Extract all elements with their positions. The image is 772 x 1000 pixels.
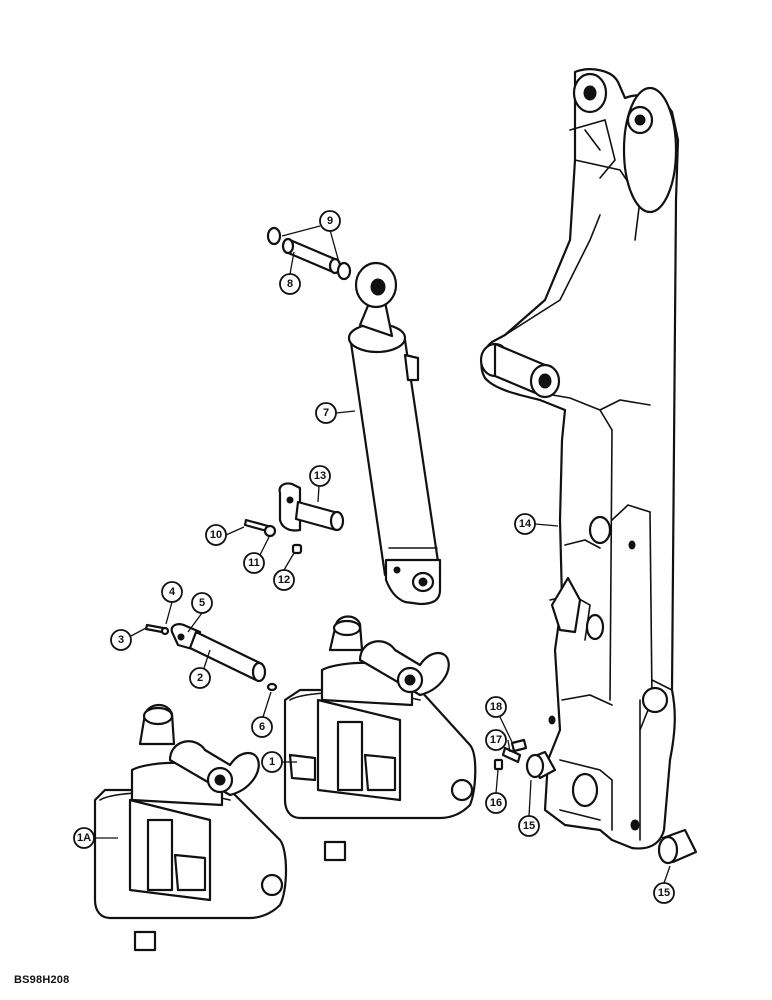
callout-label: 17 bbox=[490, 734, 502, 746]
callout-8: 8 bbox=[279, 273, 301, 295]
callout-label: 15 bbox=[523, 820, 535, 832]
callout-label: 4 bbox=[169, 586, 176, 598]
callout-5: 5 bbox=[191, 592, 213, 614]
small-bolt-part bbox=[243, 518, 303, 555]
callout-6: 6 bbox=[251, 716, 273, 738]
callout-label: 9 bbox=[327, 215, 333, 227]
retaining-ring-part bbox=[266, 226, 352, 281]
callout-label: 16 bbox=[490, 797, 502, 809]
callout-label: 8 bbox=[287, 278, 293, 290]
callout-label: 18 bbox=[490, 701, 502, 713]
callout-label: 6 bbox=[259, 721, 265, 733]
callout-label: 1 bbox=[269, 756, 275, 768]
callout-1a: 1A bbox=[73, 827, 95, 849]
pivot-pin-part bbox=[144, 623, 278, 692]
lock-pin-part bbox=[278, 482, 345, 532]
callout-18: 18 bbox=[485, 696, 507, 718]
swing-tower-part bbox=[283, 615, 477, 862]
callout-11: 11 bbox=[243, 552, 265, 574]
callout-label: 15 bbox=[658, 887, 670, 899]
callout-12: 12 bbox=[273, 569, 295, 591]
callout-7: 7 bbox=[315, 402, 337, 424]
callout-16: 16 bbox=[485, 792, 507, 814]
callout-label: 11 bbox=[248, 557, 260, 569]
callout-label: 13 bbox=[314, 470, 326, 482]
swing-cylinder-part bbox=[347, 261, 442, 606]
grease-fitting-part bbox=[493, 738, 528, 771]
callout-15-near: 15 bbox=[518, 815, 540, 837]
boom-part bbox=[479, 68, 680, 850]
callout-label: 14 bbox=[519, 518, 532, 530]
callout-3: 3 bbox=[110, 629, 132, 651]
swing-tower-alt-part bbox=[93, 703, 288, 952]
cylinder-pin-part bbox=[281, 237, 342, 275]
callout-label: 10 bbox=[210, 529, 222, 541]
callout-leaders bbox=[94, 225, 671, 884]
callout-10: 10 bbox=[205, 524, 227, 546]
callout-label: 12 bbox=[278, 574, 290, 586]
callout-15-far: 15 bbox=[653, 882, 675, 904]
callout-1: 1 bbox=[261, 751, 283, 773]
callout-label: 1A bbox=[77, 832, 91, 844]
callout-2: 2 bbox=[189, 667, 211, 689]
callout-label: 7 bbox=[323, 407, 329, 419]
figure-code: BS98H208 bbox=[14, 974, 70, 986]
callout-label: 5 bbox=[199, 597, 205, 609]
callout-label: 2 bbox=[197, 672, 203, 684]
callout-label: 3 bbox=[118, 634, 124, 646]
callout-9: 9 bbox=[319, 210, 341, 232]
callout-4: 4 bbox=[161, 581, 183, 603]
callout-14: 14 bbox=[514, 513, 536, 535]
callout-17: 17 bbox=[485, 729, 507, 751]
bushing-part bbox=[525, 750, 698, 865]
callout-13: 13 bbox=[309, 465, 331, 487]
